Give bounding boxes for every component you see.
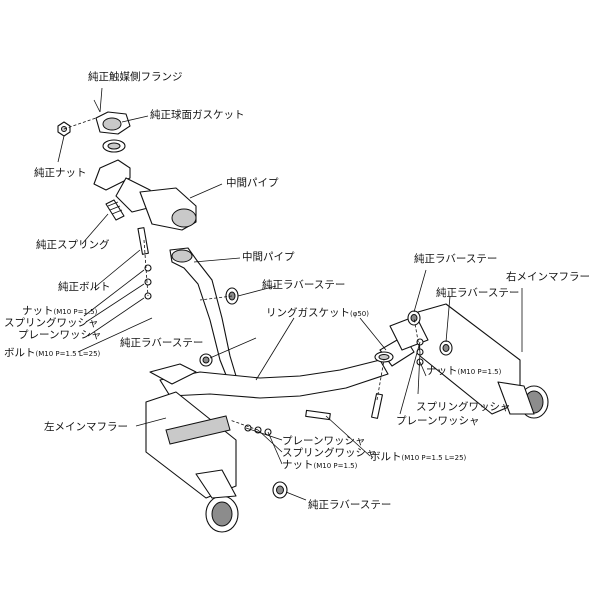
left-rubber-stay (199, 353, 213, 367)
label-rubber-stay-left: 純正ラバーステー (120, 336, 203, 349)
label-flange: 純正触媒側フランジ (88, 70, 183, 83)
label-rubber-stay-center: 純正ラバーステー (262, 278, 345, 291)
label-nut-center: ナット(M10 P=1.5) (282, 459, 358, 471)
label-plain-washer-center: プレーンワッシャ (282, 435, 365, 447)
callout-labels: 純正触媒側フランジ 純正球面ガスケット 純正ナット 中間パイプ 純正スプリング … (4, 70, 590, 511)
label-right-muffler: 右メインマフラー (506, 270, 590, 283)
label-spring-washer-right: スプリングワッシャ (416, 400, 511, 413)
bottom-rubber-stay (272, 481, 288, 499)
right-muffler-part (389, 303, 549, 419)
label-nut-top: 純正ナット (34, 166, 87, 179)
top-nut (57, 121, 71, 137)
front-flange (93, 99, 131, 135)
hardware-parts (144, 264, 424, 436)
label-mid-pipe-2: 中間パイプ (242, 250, 295, 263)
label-sphere-gasket: 純正球面ガスケット (150, 108, 245, 121)
label-nut-left: ナット(M10 P=1.5) (22, 305, 98, 317)
label-rubber-stay-bottom: 純正ラバーステー (308, 498, 391, 511)
label-bolt-center: ボルト(M10 P=1.5 L=25) (370, 451, 467, 463)
sphere-gasket (102, 139, 126, 153)
leader-lines (57, 87, 523, 501)
label-spring-washer-center: スプリングワッシャ (282, 446, 377, 459)
left-muffler-part (145, 391, 239, 533)
ring-gasket-part (374, 351, 394, 363)
label-ring-gasket: リングガスケット(φ50) (266, 306, 369, 319)
label-left-muffler: 左メインマフラー (44, 420, 128, 433)
label-spring-washer-left: スプリングワッシャ (4, 316, 99, 329)
bolt-part (137, 227, 149, 255)
label-plain-washer-left: プレーンワッシャ (18, 329, 101, 341)
label-rubber-stay-right-mid: 純正ラバーステー (436, 286, 519, 299)
label-plain-washer-right: プレーンワッシャ (396, 415, 479, 427)
label-bolt-left: ボルト(M10 P=1.5 L=25) (4, 347, 101, 359)
front-pipe (93, 159, 197, 231)
label-mid-pipe-1: 中間パイプ (226, 176, 279, 189)
label-spring: 純正スプリング (36, 238, 110, 251)
right-rubber-stays (407, 310, 453, 356)
label-rubber-stay-right-upper: 純正ラバーステー (414, 252, 497, 265)
spring-part (105, 199, 125, 221)
label-nut-right: ナット(M10 P=1.5) (426, 365, 502, 377)
label-bolt: 純正ボルト (58, 280, 111, 293)
